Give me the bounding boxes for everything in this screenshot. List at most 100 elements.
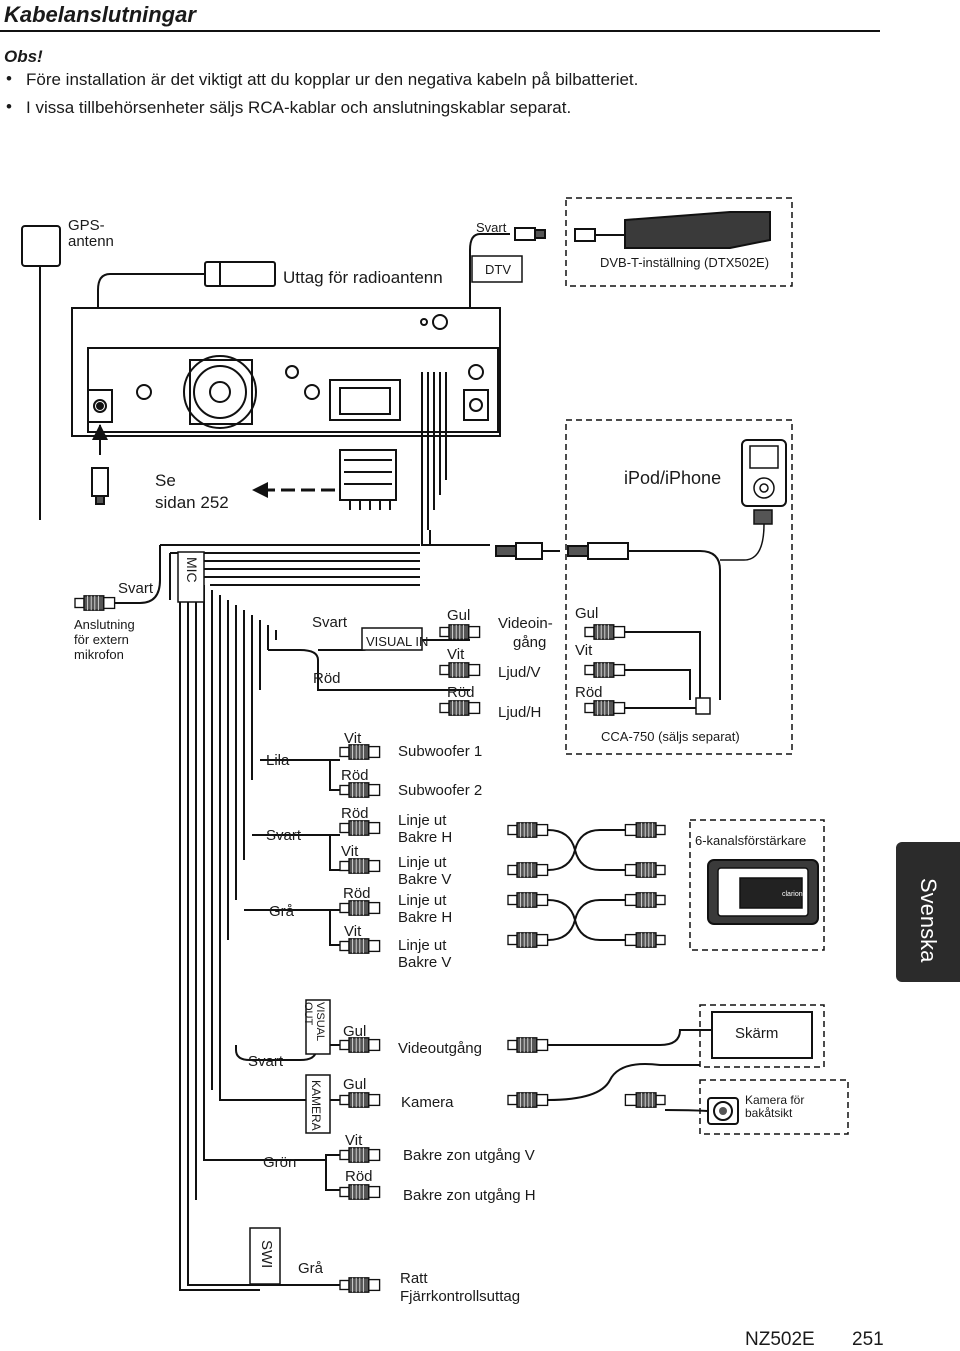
rod-l1: Röd (341, 805, 369, 822)
rear-zone-cables (203, 1150, 340, 1191)
svart-line-label: Svart (266, 827, 302, 844)
gron-label: Grön (263, 1154, 297, 1171)
rod-sub: Röd (341, 767, 369, 784)
note-2: I vissa tillbehörsenheter säljs RCA-kabl… (26, 98, 572, 117)
gps-label-2: antenn (68, 233, 114, 250)
mic-label: MIC (184, 557, 200, 583)
rear-zone-v-label: Bakre zon utgång V (403, 1147, 535, 1164)
svart-mic-label: Svart (118, 580, 154, 597)
subwoofer-1-label: Subwoofer 1 (398, 743, 483, 760)
ext-mic-1: Anslutning (74, 617, 135, 632)
visual-out-label: VISUAL OUT (302, 1002, 326, 1041)
amp-cables (547, 829, 625, 941)
videoin-label-1: Videoin- (498, 615, 553, 632)
ljud-h-label: Ljud/H (498, 704, 542, 721)
rca-output-cables (244, 759, 340, 946)
gra-swi-label: Grå (298, 1260, 324, 1277)
amplifier-label: 6-kanalsförstärkare (695, 833, 807, 848)
cca-junction (695, 697, 711, 715)
visual-out-box (305, 999, 331, 1055)
dvbt-label: DVB-T-inställning (DTX502E) (600, 255, 770, 270)
vit-l2: Vit (344, 923, 362, 940)
camera-box (699, 1079, 849, 1135)
radio-antenna-label: Uttag för radioantenn (283, 268, 443, 287)
rod-cca: Röd (575, 684, 603, 701)
videoutgang-label: Videoutgång (398, 1040, 482, 1057)
vit-cca: Vit (575, 642, 593, 659)
mic-plug (74, 595, 116, 611)
vit-visual-in: Vit (447, 646, 465, 663)
vit-bz-label: Vit (345, 1132, 363, 1149)
swi-box (249, 1227, 281, 1285)
ipod-box (565, 419, 793, 755)
sidan-label: sidan 252 (155, 493, 229, 512)
rod-visual-in-2: Röd (447, 684, 475, 701)
linje-ut-2b: Bakre V (398, 871, 452, 888)
skarm-label: Skärm (735, 1025, 779, 1042)
page-number: 251 (852, 1329, 884, 1350)
title-rule (0, 30, 880, 32)
iso-connector (339, 449, 397, 510)
gul-kamera-label: Gul (343, 1076, 367, 1093)
linje-ut-2a: Linje ut (398, 854, 447, 871)
ext-mic-3: mikrofon (74, 647, 124, 662)
linje-ut-3a: Linje ut (398, 892, 447, 909)
videoin-label-2: gång (513, 634, 547, 651)
svart-vo-label: Svart (248, 1053, 284, 1070)
visual-in-label: VISUAL IN (366, 634, 429, 649)
note-1: Före installation är det viktigt att du … (26, 70, 639, 89)
dtv-label: DTV (485, 262, 511, 277)
linje-ut-1b: Bakre H (398, 829, 453, 846)
svart-visual-in: Svart (312, 614, 348, 631)
lila-label: Lila (266, 752, 290, 769)
ljud-v-label: Ljud/V (498, 664, 541, 681)
usb-connectors (495, 542, 721, 700)
rear-camera-label-1: Kamera för (745, 1093, 805, 1107)
notes-heading: Obs! (4, 47, 43, 66)
rear-camera-label-2: bakåtsikt (745, 1106, 793, 1120)
screen-box (699, 1004, 825, 1068)
gps-antenna (21, 225, 61, 520)
model-number: NZ502E (745, 1329, 815, 1350)
subwoofer-2-label: Subwoofer 2 (398, 782, 483, 799)
kamera-vert-label: KAMERA (309, 1080, 323, 1131)
ratt-label: Ratt (400, 1270, 428, 1287)
page-title: Kabelanslutningar (4, 2, 196, 27)
fjarr-label: Fjärrkontrollsuttag (400, 1288, 521, 1305)
kamera-label: Kamera (401, 1094, 454, 1111)
gul-cca: Gul (575, 605, 599, 622)
linje-ut-4b: Bakre V (398, 954, 452, 971)
cca-cable (625, 631, 701, 709)
swi-cable (179, 1255, 340, 1291)
rod-visual-in: Röd (313, 670, 341, 687)
gps-label-1: GPS- (68, 217, 105, 234)
linje-ut-3b: Bakre H (398, 909, 453, 926)
language-tab-label: Svenska (916, 878, 941, 963)
linje-ut-4a: Linje ut (398, 937, 447, 954)
vit-l1: Vit (341, 843, 359, 860)
amp-brand: clarion (782, 891, 803, 898)
rod-bz-label: Röd (345, 1168, 373, 1185)
rear-zone-h-label: Bakre zon utgång H (403, 1187, 536, 1204)
dvbt-box (565, 197, 793, 287)
radio-antenna-plug (97, 261, 276, 390)
visual-in-box (361, 627, 423, 651)
bullet-icon: • (6, 97, 12, 116)
mic-label-box (177, 551, 205, 603)
svart-top-label: Svart (476, 220, 507, 235)
rod-l2: Röd (343, 885, 371, 902)
head-unit-rear (71, 307, 501, 437)
screen-and-camera-cables (547, 1029, 712, 1101)
swi-label: SWI (258, 1240, 275, 1269)
linje-ut-1a: Linje ut (398, 812, 447, 829)
wire-harness (95, 372, 490, 1270)
kamera-box (305, 1074, 331, 1134)
ext-mic-2: för extern (74, 632, 129, 647)
language-tab (896, 842, 960, 982)
gul-visual-in: Gul (447, 607, 471, 624)
bullet-icon: • (6, 69, 12, 88)
se-label: Se (155, 471, 176, 490)
vit-sub: Vit (344, 730, 362, 747)
gra-label: Grå (269, 903, 295, 920)
gps-plug (91, 467, 109, 505)
